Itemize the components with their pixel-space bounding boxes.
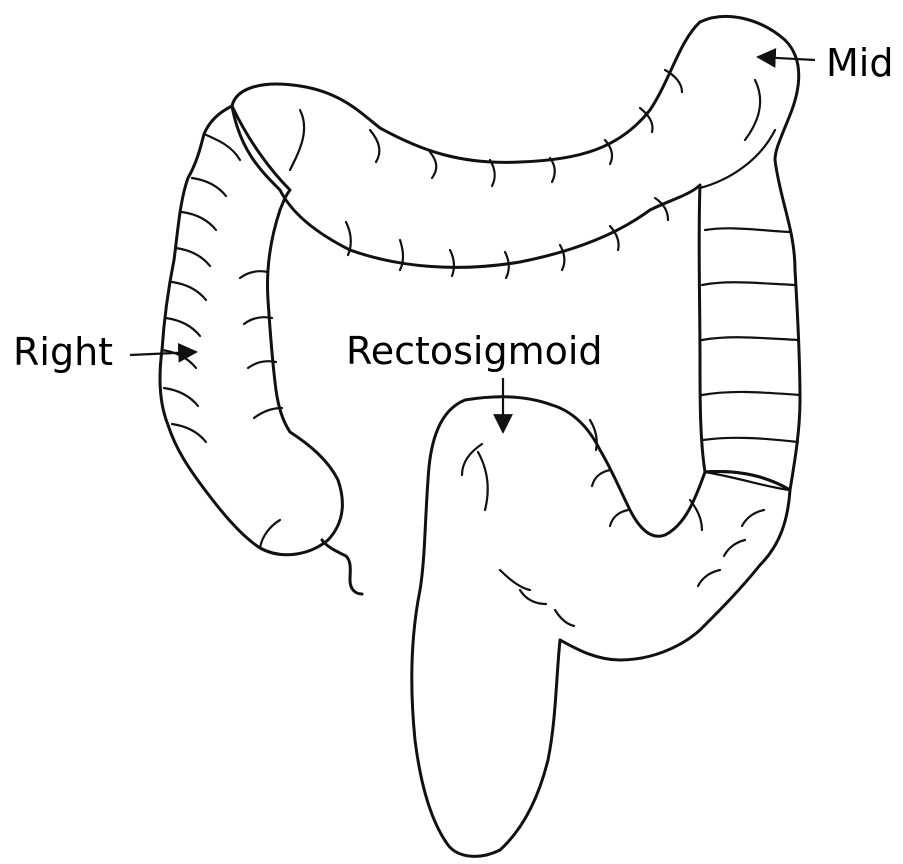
arrow-mid: [756, 48, 816, 68]
rectosigmoid-segment: [410, 395, 792, 858]
label-mid-group: Mid: [756, 41, 893, 85]
mid-segment: [230, 14, 802, 492]
appendix: [320, 538, 364, 596]
rectosigmoid-haustra: [460, 418, 792, 628]
right-haustra: [160, 132, 284, 550]
label-mid: Mid: [826, 41, 893, 85]
label-right: Right: [13, 330, 113, 374]
label-rectosigmoid: Rectosigmoid: [346, 329, 603, 373]
label-right-group: Right: [13, 330, 198, 374]
label-rectosigmoid-group: Rectosigmoid: [346, 329, 603, 434]
right-segment-fill: [158, 104, 344, 557]
mid-haustra: [288, 68, 802, 444]
right-segment: [158, 104, 364, 596]
rectosigmoid-segment-fill: [410, 395, 792, 858]
arrow-right: [129, 342, 198, 363]
mid-segment-fill: [230, 14, 802, 492]
